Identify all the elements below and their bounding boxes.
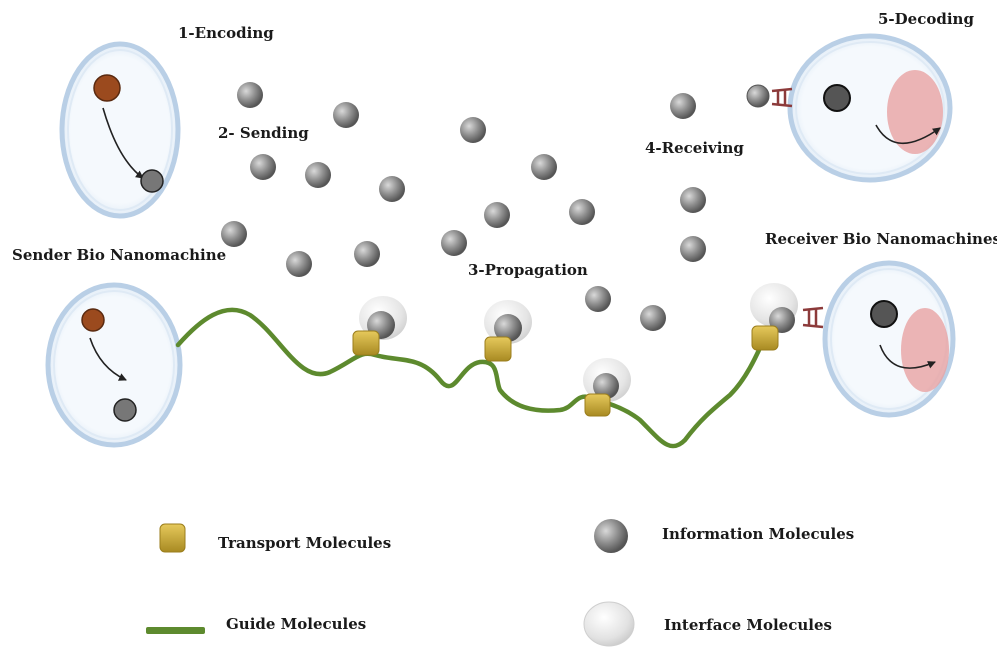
- sender-label: Sender Bio Nanomachine: [12, 246, 227, 264]
- attached-information-molecules: [367, 307, 795, 399]
- receiver-cell-bottom: [802, 260, 956, 418]
- receiver-cell-top: [746, 33, 953, 183]
- receiver-label: Receiver Bio Nanomachines: [765, 230, 997, 248]
- interface-molecules: [359, 283, 798, 402]
- stage-label-propagation: 3-Propagation: [468, 261, 588, 279]
- guide-molecule-strand: [175, 307, 771, 449]
- legend-guide-label: Guide Molecules: [226, 615, 367, 633]
- sender-cell-top: [59, 41, 181, 219]
- transport-molecule-icon: [159, 523, 186, 553]
- bound-information-molecule: [746, 84, 770, 108]
- encoded-molecule: [81, 308, 105, 332]
- interface-molecule-icon: [583, 601, 635, 647]
- legend-interface-label: Interface Molecules: [664, 616, 832, 634]
- information-molecule-inside: [140, 169, 164, 193]
- receptor: [802, 306, 824, 329]
- decoding-region: [887, 70, 943, 154]
- decoding-region: [901, 308, 949, 392]
- information-molecule-inside: [113, 398, 137, 422]
- free-information-molecules: [221, 82, 706, 331]
- information-molecule-icon: [594, 519, 628, 553]
- legend-information-label: Information Molecules: [662, 525, 855, 543]
- stage-label-sending: 2- Sending: [218, 124, 309, 142]
- guide-molecule-icon: [146, 627, 205, 634]
- stage-label-receiving: 4-Receiving: [645, 139, 744, 157]
- sender-cell-bottom: [45, 282, 183, 448]
- receptor: [771, 87, 793, 108]
- stage-label-decoding: 5-Decoding: [878, 10, 974, 28]
- transport-molecules: [352, 325, 779, 417]
- encoded-molecule: [93, 74, 121, 102]
- legend-transport-label: Transport Molecules: [218, 534, 392, 552]
- stage-label-encoding: 1-Encoding: [178, 24, 274, 42]
